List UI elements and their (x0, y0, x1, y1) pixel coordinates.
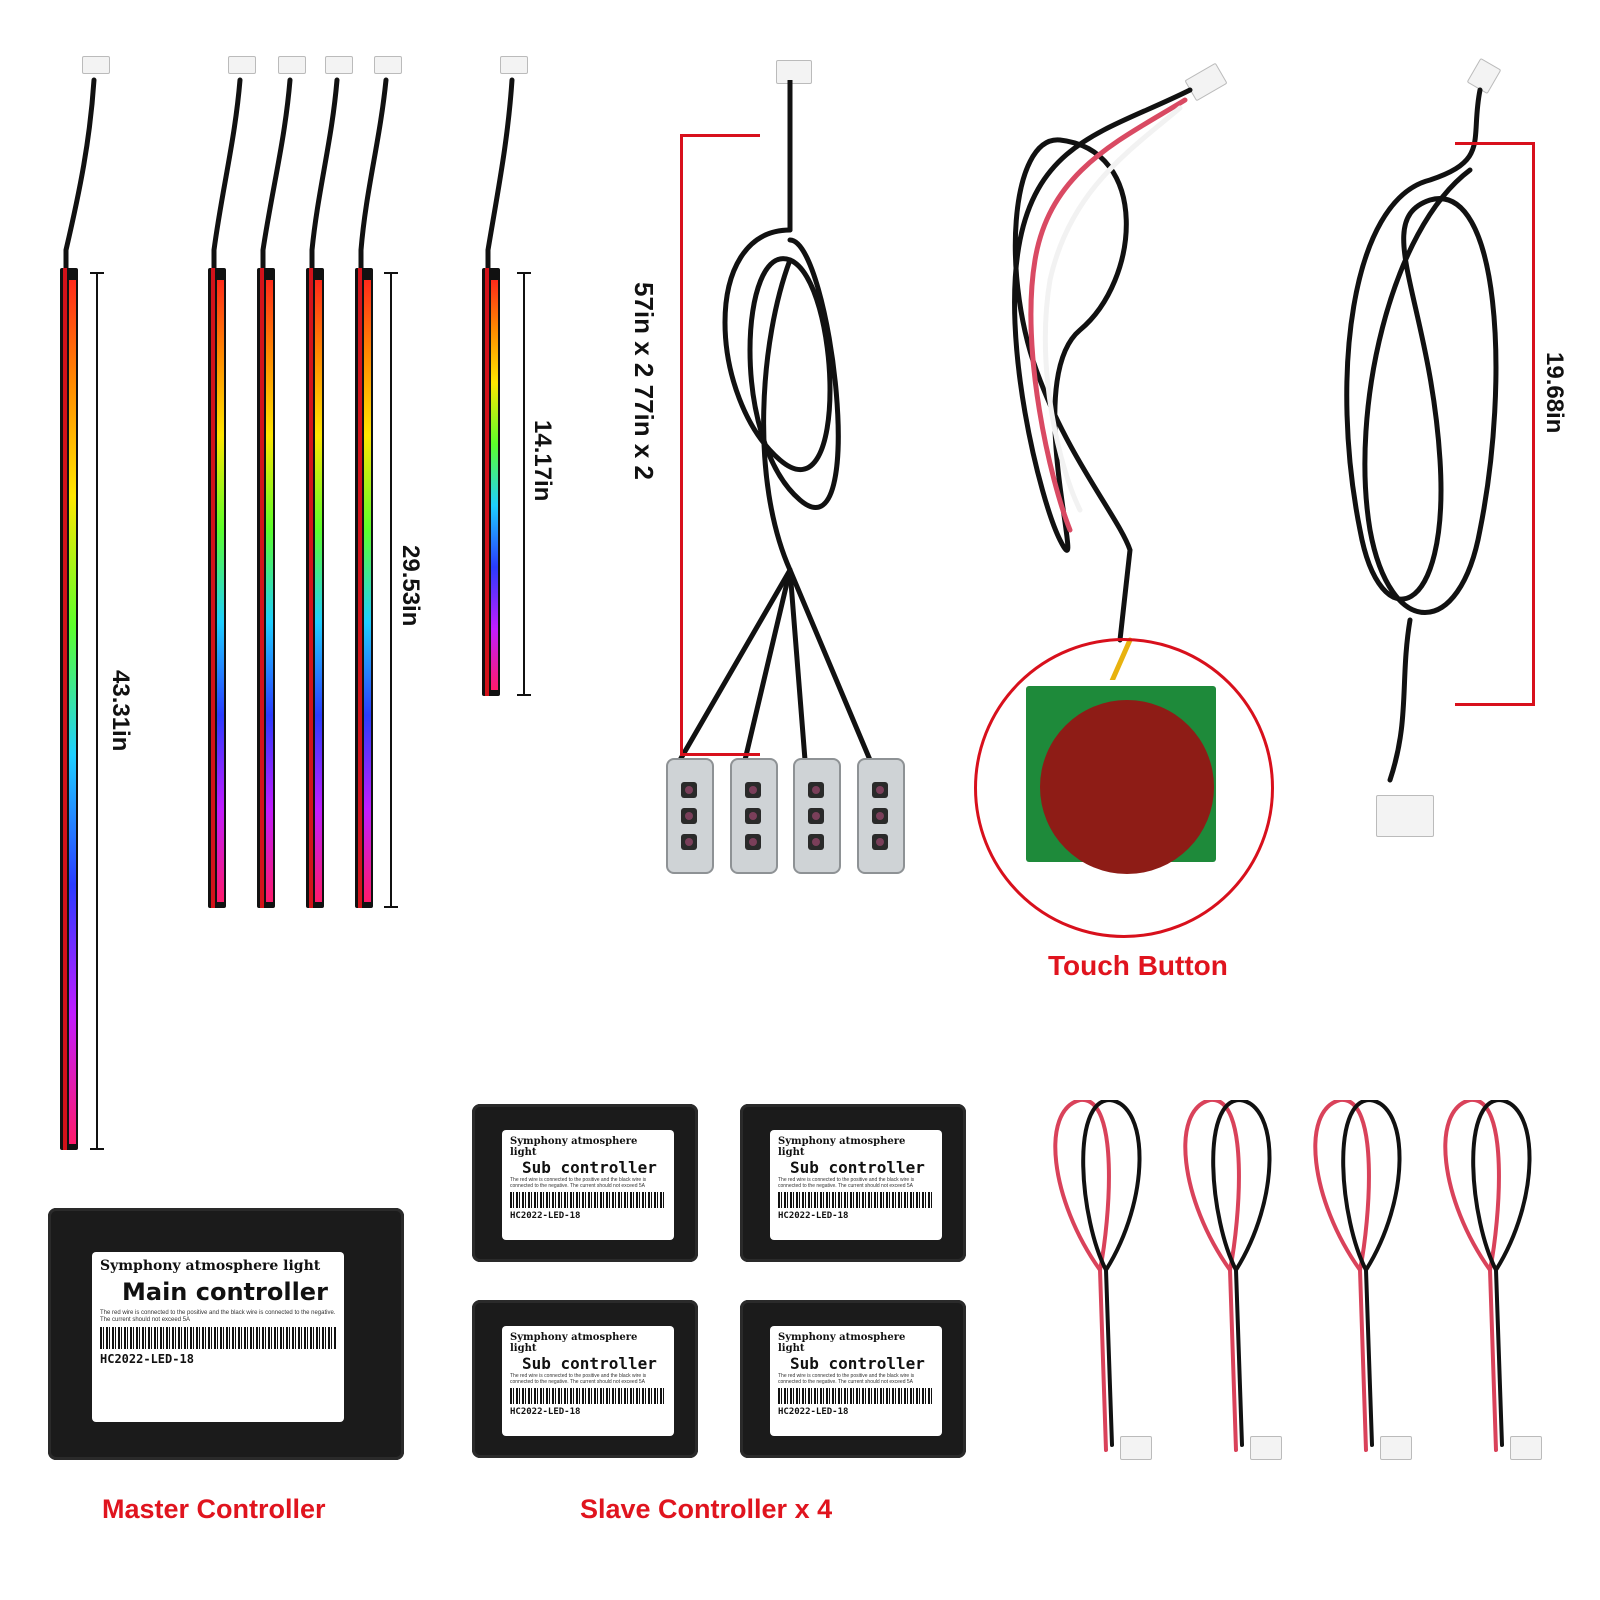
measure-label-mid: 29.53in (397, 545, 424, 627)
led-strip-long (60, 268, 78, 1150)
sub-controller-title: Symphony atmosphere light (510, 1136, 638, 1158)
sub-controller-barcode (510, 1192, 666, 1208)
led-strip-mid (306, 268, 324, 908)
master-controller-caption: Master Controller (102, 1494, 326, 1524)
sub-controller-label: Symphony atmosphere light Sub controller… (770, 1326, 942, 1436)
sub-controller-title: Symphony atmosphere light (778, 1136, 906, 1158)
touch-button-caption: Touch Button (1048, 950, 1228, 981)
measure-label-long: 43.31in (107, 670, 134, 752)
main-controller: Symphony atmosphere light Main controlle… (48, 1208, 404, 1460)
measure-label-extension: 19.68in (1541, 352, 1568, 434)
touch-button-zoom-circle (974, 638, 1274, 938)
sub-controller-label: Symphony atmosphere light Sub controller… (770, 1130, 942, 1240)
power-wire-connector (1250, 1436, 1282, 1460)
sub-controller-label: Symphony atmosphere light Sub controller… (502, 1326, 674, 1436)
sub-controller-barcode (778, 1388, 934, 1404)
sub-controller-name: Sub controller (790, 1354, 925, 1373)
strip-connector (82, 56, 110, 74)
strip-connector (500, 56, 528, 74)
main-controller-note: The red wire is connected to the positiv… (100, 1310, 336, 1323)
led-strip-short (482, 268, 500, 696)
measure-line-footwell (680, 134, 760, 756)
slave-controller-caption: Slave Controller x 4 (580, 1494, 833, 1524)
sub-controller-name: Sub controller (790, 1158, 925, 1177)
measure-line-extension (1532, 142, 1535, 706)
sub-controller-note: The red wire is connected to the positiv… (778, 1373, 915, 1385)
sub-controller: Symphony atmosphere light Sub controller… (472, 1104, 698, 1262)
measure-line-mid (384, 272, 398, 908)
power-wire-connector (1380, 1436, 1412, 1460)
strip-connector (374, 56, 402, 74)
sub-controller-label: Symphony atmosphere light Sub controller… (502, 1130, 674, 1240)
footwell-led-module (666, 758, 714, 874)
sub-controller-title: Symphony atmosphere light (510, 1332, 638, 1354)
power-wire-connector (1120, 1436, 1152, 1460)
sub-controller: Symphony atmosphere light Sub controller… (472, 1300, 698, 1458)
footwell-harness (677, 80, 873, 763)
sub-controller-title: Symphony atmosphere light (778, 1332, 906, 1354)
touch-button-pad (1040, 700, 1214, 874)
sub-controller-code: HC2022-LED-18 (510, 1211, 581, 1221)
led-strip-mid (257, 268, 275, 908)
main-controller-barcode (100, 1327, 336, 1349)
led-strip-mid (208, 268, 226, 908)
measure-label-short: 14.17in (529, 420, 556, 502)
power-wires (1053, 1100, 1532, 1452)
measure-line-long (90, 272, 104, 1150)
sub-controller-code: HC2022-LED-18 (510, 1407, 581, 1417)
strip-connector (228, 56, 256, 74)
main-controller-name: Main controller (122, 1278, 328, 1306)
sub-controller-name: Sub controller (522, 1158, 657, 1177)
strip-connector (325, 56, 353, 74)
sub-controller-name: Sub controller (522, 1354, 657, 1373)
led-strip-mid (355, 268, 373, 908)
strip-connector (278, 56, 306, 74)
extension-cable (1344, 87, 1499, 783)
sub-controller: Symphony atmosphere light Sub controller… (740, 1104, 966, 1262)
sub-controller-note: The red wire is connected to the positiv… (778, 1177, 915, 1189)
footwell-led-module (857, 758, 905, 874)
main-controller-label: Symphony atmosphere light Main controlle… (92, 1252, 344, 1422)
sub-controller-barcode (510, 1388, 666, 1404)
main-controller-title: Symphony atmosphere light (100, 1258, 321, 1274)
sub-controller-note: The red wire is connected to the positiv… (510, 1373, 647, 1385)
main-controller-code: HC2022-LED-18 (100, 1352, 194, 1366)
sub-controller-barcode (778, 1192, 934, 1208)
sub-controller: Symphony atmosphere light Sub controller… (740, 1300, 966, 1458)
sub-controller-code: HC2022-LED-18 (778, 1407, 849, 1417)
touch-button-cable (1012, 87, 1193, 680)
footwell-led-module (730, 758, 778, 874)
strip-pigtails (63, 77, 515, 275)
measure-line-short (517, 272, 531, 696)
sub-controller-code: HC2022-LED-18 (778, 1211, 849, 1221)
power-wire-connector (1510, 1436, 1542, 1460)
measure-label-footwell: 57in x 2 77in x 2 (629, 282, 659, 481)
sub-controller-note: The red wire is connected to the positiv… (510, 1177, 647, 1189)
footwell-connector (776, 60, 812, 84)
extension-connector-bottom (1376, 795, 1434, 837)
footwell-led-module (793, 758, 841, 874)
